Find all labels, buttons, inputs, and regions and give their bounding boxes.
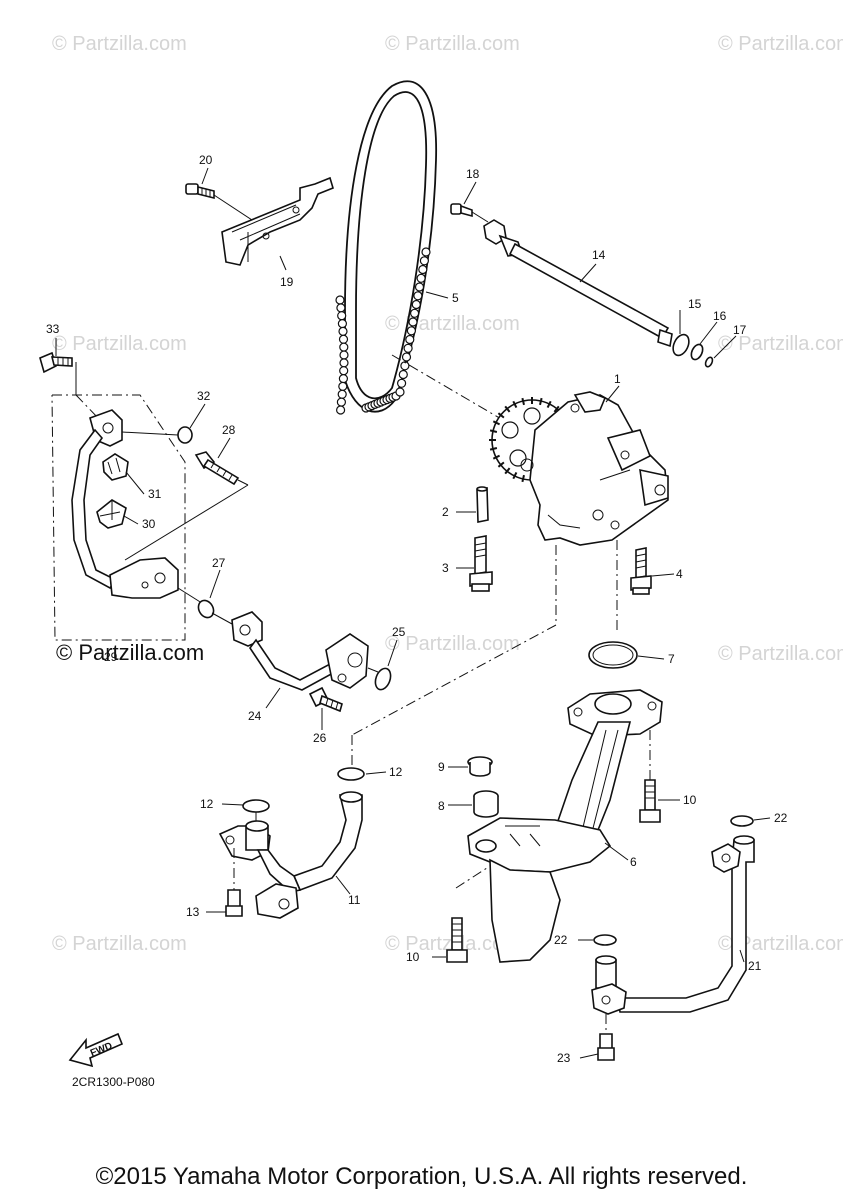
diagram-code: 2CR1300-P080 (72, 1075, 155, 1089)
callout-31: 31 (148, 487, 162, 501)
oil-pipe-11[interactable] (218, 791, 363, 919)
callout-16: 16 (713, 309, 727, 323)
o-ring-7[interactable] (588, 641, 638, 669)
callout-10: 10 (683, 793, 697, 807)
watermark: © Partzilla.com (718, 333, 843, 355)
callout-13: 13 (186, 905, 200, 919)
watermark-bold: © Partzilla.com (56, 640, 204, 665)
callout-12: 12 (389, 765, 403, 779)
watermark: © Partzilla.com (718, 33, 843, 55)
callout-23: 23 (557, 1051, 571, 1065)
clip-30[interactable] (96, 499, 127, 529)
callout-11: 11 (348, 893, 361, 907)
callout-3: 3 (442, 561, 449, 575)
bolt-4[interactable] (630, 547, 652, 595)
oil-pump-assembly-1[interactable] (489, 391, 669, 546)
bracket-19[interactable] (221, 176, 334, 266)
copyright-notice: ©2015 Yamaha Motor Corporation, U.S.A. A… (95, 1163, 748, 1190)
o-ring-27[interactable] (195, 598, 216, 621)
oil-pump-exploded-view: © Partzilla.com © Partzilla.com © Partzi… (39, 33, 843, 1089)
o-ring-12-upper[interactable] (337, 767, 365, 781)
bracket-assembly (185, 176, 334, 266)
callout-33: 33 (46, 322, 60, 336)
callout-24: 24 (248, 709, 262, 723)
watermark: © Partzilla.com (385, 633, 520, 655)
watermark: © Partzilla.com (52, 33, 187, 55)
bolt-10-left[interactable] (446, 917, 468, 963)
callout-19: 19 (280, 275, 294, 289)
leader-lines (55, 167, 771, 1059)
oil-pump-chain-5[interactable] (335, 80, 437, 415)
pipe-assembly (450, 203, 714, 368)
callout-9: 9 (438, 760, 445, 774)
callout-7: 7 (668, 652, 675, 666)
watermark: © Partzilla.com (52, 333, 187, 355)
callout-18: 18 (466, 167, 480, 181)
callout-22: 22 (774, 811, 788, 825)
callout-5: 5 (452, 291, 459, 305)
o-ring-17[interactable] (704, 356, 714, 368)
callout-15: 15 (688, 297, 702, 311)
callout-6: 6 (630, 855, 637, 869)
forward-direction-arrow: FWD (68, 1032, 124, 1068)
oil-hose-assembly-29[interactable] (71, 409, 179, 599)
bolt-18[interactable] (450, 203, 473, 218)
oil-pipe-21[interactable] (591, 835, 755, 1015)
bolt-20[interactable] (185, 183, 215, 200)
callout-28: 28 (222, 423, 236, 437)
oil-strainer-6[interactable] (467, 689, 663, 963)
bolt-13[interactable] (225, 889, 243, 917)
oil-pipe-24[interactable] (231, 611, 369, 691)
bolt-28[interactable] (194, 451, 240, 486)
o-ring-12-lower[interactable] (242, 799, 270, 813)
callout-25: 25 (392, 625, 406, 639)
bolt-10-right[interactable] (639, 779, 661, 823)
watermark: © Partzilla.com (385, 313, 520, 335)
o-ring-22-upper[interactable] (730, 815, 754, 827)
bolt-33[interactable] (39, 351, 73, 374)
callout-17: 17 (733, 323, 747, 337)
watermark: © Partzilla.com (52, 933, 187, 955)
bolt-23[interactable] (597, 1033, 615, 1061)
callout-1: 1 (614, 372, 621, 386)
callout-32: 32 (197, 389, 211, 403)
bolt-3[interactable] (469, 535, 493, 592)
collar-9[interactable] (467, 756, 493, 777)
callout-12: 12 (200, 797, 214, 811)
damper-8[interactable] (473, 790, 499, 818)
clamp-31[interactable] (102, 453, 129, 481)
watermark: © Partzilla.com (385, 33, 520, 55)
callout-27: 27 (212, 556, 226, 570)
callout-26: 26 (313, 731, 327, 745)
fwd-label: FWD (89, 1041, 114, 1060)
callout-20: 20 (199, 153, 213, 167)
callout-30: 30 (142, 517, 156, 531)
callout-8: 8 (438, 799, 445, 813)
callout-22: 22 (554, 933, 568, 947)
o-ring-16[interactable] (689, 343, 705, 362)
callout-29: 29 (104, 650, 118, 664)
oil-pipe-14[interactable] (483, 219, 673, 348)
o-ring-15[interactable] (670, 332, 692, 358)
watermarks: © Partzilla.com © Partzilla.com © Partzi… (52, 33, 843, 955)
callouts: 1 2 3 4 5 6 7 8 9 10 10 11 12 12 13 14 1… (46, 153, 788, 1065)
watermark: © Partzilla.com (718, 643, 843, 665)
dowel-pin-2[interactable] (476, 486, 489, 523)
watermark: © Partzilla.com (718, 933, 843, 955)
callout-21: 21 (748, 959, 762, 973)
callout-4: 4 (676, 567, 683, 581)
callout-14: 14 (592, 248, 606, 262)
o-ring-32[interactable] (177, 426, 193, 444)
o-ring-25[interactable] (373, 666, 394, 691)
o-ring-22-lower[interactable] (593, 934, 617, 946)
bolt-26[interactable] (308, 686, 343, 713)
callout-10: 10 (406, 950, 420, 964)
callout-2: 2 (442, 505, 449, 519)
